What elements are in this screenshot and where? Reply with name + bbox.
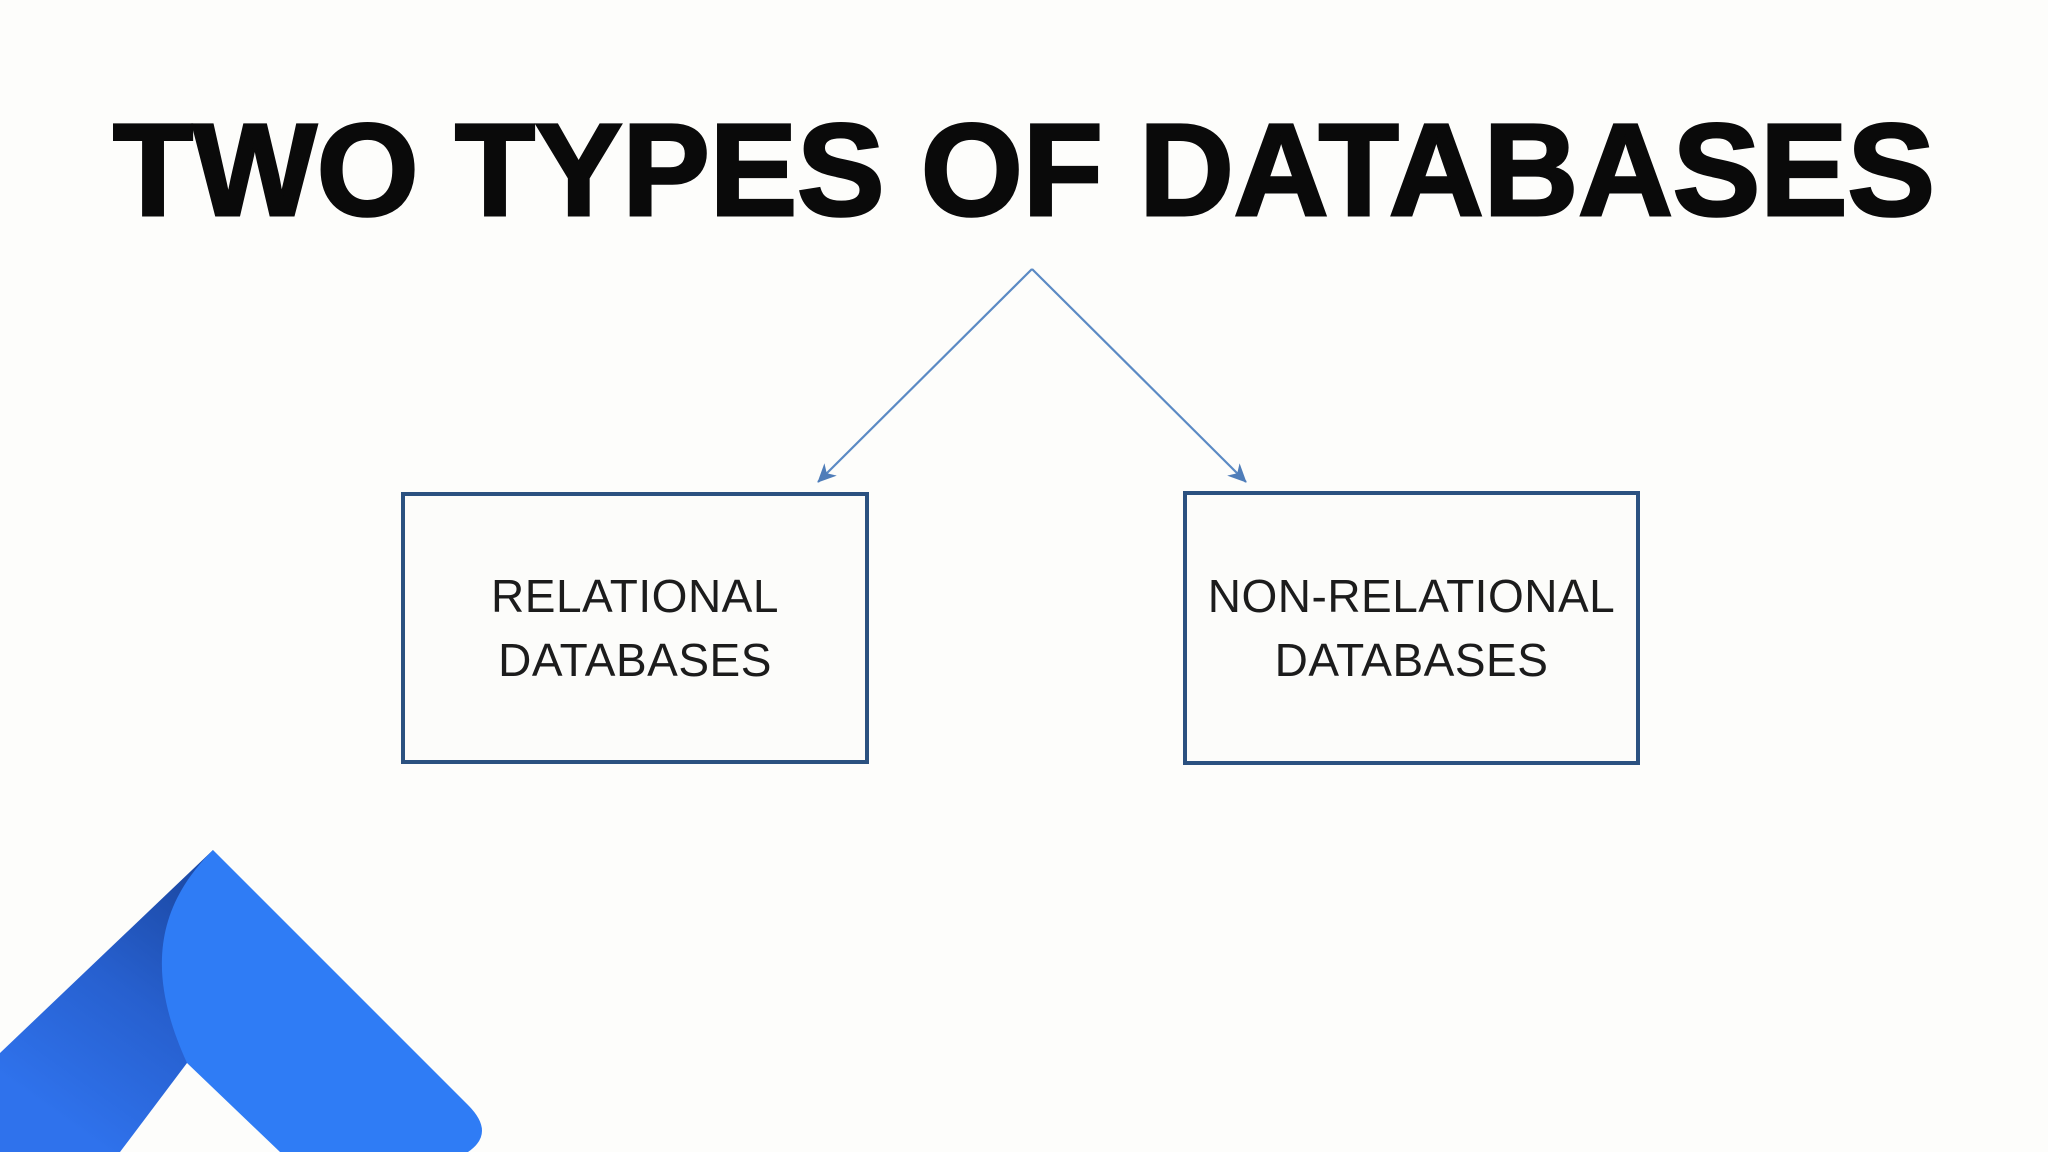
node-non-relational-databases: NON-RELATIONAL DATABASES <box>1183 491 1640 765</box>
connector-right-arrow <box>1031 268 1247 483</box>
node-relational-databases: RELATIONAL DATABASES <box>401 492 869 764</box>
logo-left-band <box>0 850 213 1152</box>
slide-title: TWO TYPES OF DATABASES <box>112 96 1937 243</box>
node-label: NON-RELATIONAL DATABASES <box>1207 570 1616 686</box>
ribbon-chevron-logo-icon <box>0 850 482 1152</box>
connector-left-arrow <box>817 268 1033 483</box>
logo-right-band <box>161 850 482 1152</box>
node-label: RELATIONAL DATABASES <box>491 570 779 686</box>
